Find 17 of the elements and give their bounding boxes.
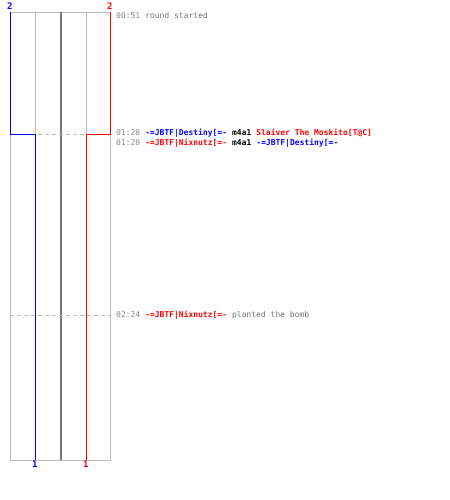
weapon-name: m4a1 <box>232 128 252 138</box>
player-count: 1 <box>83 460 88 470</box>
timestamp: 02:24 <box>116 310 140 320</box>
player-name: -=JBTF|Destiny[=- <box>256 138 338 148</box>
player-name: -=JBTF|Destiny[=- <box>145 128 227 138</box>
player-name: Slaiver The Moskito[T@C] <box>256 128 372 138</box>
timestamp: 00:51 <box>116 11 140 21</box>
event-text: round started <box>145 11 208 21</box>
timestamp: 01:28 <box>116 138 140 148</box>
player-name: -=JBTF|Nixnutz[=- <box>145 310 227 320</box>
player-count: 1 <box>32 460 38 470</box>
event-text: planted the bomb <box>232 310 310 320</box>
player-count: 2 <box>7 2 12 12</box>
timestamp: 01:28 <box>116 128 140 138</box>
player-name: -=JBTF|Nixnutz[=- <box>145 138 227 148</box>
weapon-name: m4a1 <box>232 138 252 148</box>
player-count: 2 <box>107 2 112 12</box>
